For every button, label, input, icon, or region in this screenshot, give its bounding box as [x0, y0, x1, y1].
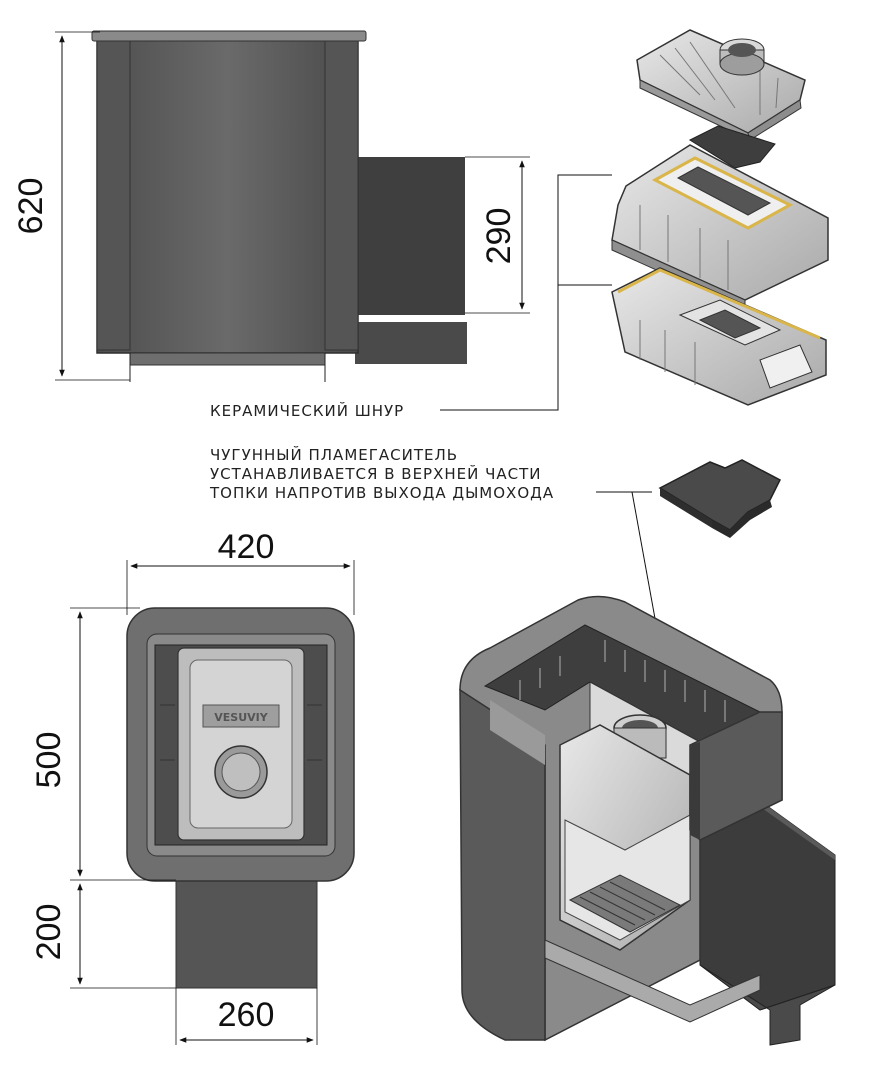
- side-body-right-panel: [324, 39, 359, 351]
- depth-dimension: 500: [30, 732, 68, 789]
- cutaway-view: [459, 595, 836, 1046]
- top-tunnel: [175, 879, 318, 989]
- flame-arrester-line-1: ЧУГУННЫЙ ПЛАМЕГАСИТЕЛЬ: [210, 446, 459, 464]
- side-lid: [91, 30, 367, 42]
- flame-arrester-label: ЧУГУННЫЙ ПЛАМЕГАСИТЕЛЬ УСТАНАВЛИВАЕТСЯ В…: [210, 446, 554, 503]
- top-view: VESUVIY 420 500 200 260: [30, 528, 355, 1045]
- flame-plate-small: [688, 125, 776, 169]
- ceramic-cord-text: КЕРАМИЧЕСКИЙ ШНУР: [210, 402, 405, 420]
- side-firebox-channel: [355, 322, 467, 364]
- tunnel-length-dimension: 200: [30, 904, 68, 961]
- side-body-left-panel: [96, 39, 131, 351]
- top-cover: [636, 29, 806, 141]
- upper-ring: [611, 144, 829, 311]
- side-base: [129, 352, 326, 366]
- exploded-view: [440, 29, 829, 411]
- door-brand-logo: VESUVIY: [214, 711, 268, 724]
- side-tunnel: [355, 157, 465, 315]
- flame-arrester-line-2: УСТАНАВЛИВАЕТСЯ В ВЕРХНЕЙ ЧАСТИ: [210, 465, 542, 483]
- ceramic-cord-leader: [440, 174, 612, 411]
- tunnel-width-dimension: 260: [218, 996, 275, 1034]
- side-view: 620 290: [12, 30, 530, 382]
- side-body: [96, 34, 359, 354]
- width-dimension: 420: [218, 528, 275, 566]
- flame-arrester-line-3: ТОПКИ НАПРОТИВ ВЫХОДА ДЫМОХОДА: [210, 484, 555, 502]
- height-dimension: 620: [12, 178, 50, 235]
- lower-ring: [611, 267, 827, 406]
- ceramic-cord-upper: [651, 156, 794, 230]
- ceramic-cord-lower: [617, 268, 821, 340]
- chimney-height-dimension: 290: [480, 208, 518, 265]
- ceramic-cord-label: КЕРАМИЧЕСКИЙ ШНУР: [210, 402, 404, 421]
- cutaway-grate: [568, 874, 682, 933]
